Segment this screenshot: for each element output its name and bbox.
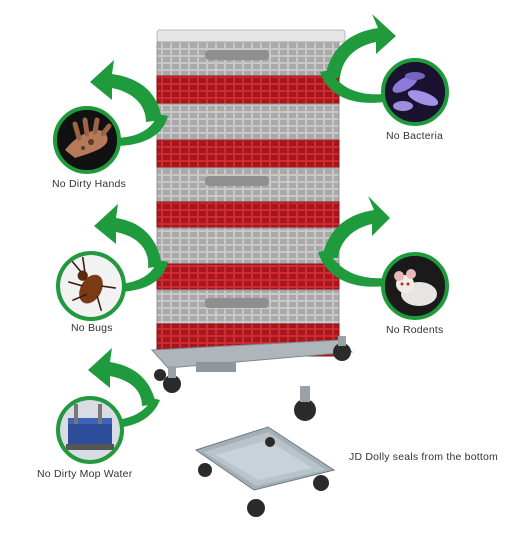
bacteria-photo-icon	[381, 58, 449, 126]
cockroach-photo-icon	[56, 251, 126, 321]
rack-red-2	[156, 139, 340, 169]
no-bugs-label: No Bugs	[71, 322, 113, 334]
rack-gray-2	[156, 103, 340, 141]
rack-gray-4	[156, 227, 340, 265]
mop-bucket-photo-icon	[56, 396, 124, 464]
standalone-dolly	[194, 426, 336, 517]
rack-red-3	[156, 201, 340, 229]
dirty-hands-photo-icon	[53, 106, 121, 174]
no-rodents-label: No Rodents	[386, 324, 444, 336]
arrows	[88, 14, 396, 428]
dolly-seal-label: JD Dolly seals from the bottom	[349, 451, 498, 463]
no-dirty-hands-label: No Dirty Hands	[52, 178, 126, 190]
no-dirty-mop-water-label: No Dirty Mop Water	[37, 468, 133, 480]
rack-red-1	[156, 75, 340, 105]
rack-red-4	[156, 263, 340, 291]
no-bacteria-label: No Bacteria	[386, 130, 444, 142]
mouse-photo-icon	[381, 252, 449, 320]
stack-dolly	[150, 336, 354, 421]
